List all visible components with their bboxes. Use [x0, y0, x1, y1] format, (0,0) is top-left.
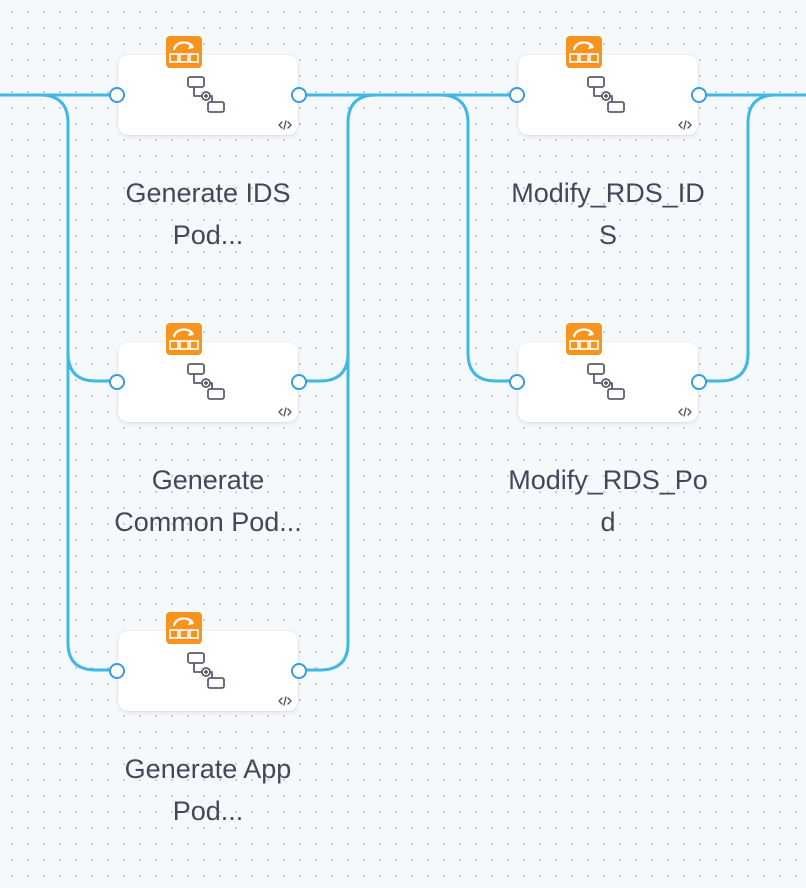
connector-line	[302, 93, 378, 383]
connector-line	[702, 93, 778, 383]
connector-line	[38, 93, 112, 383]
step-label: Modify_RDS_Po d	[508, 465, 708, 537]
output-port[interactable]	[291, 87, 307, 103]
step-group-icon	[187, 363, 225, 400]
input-port[interactable]	[109, 87, 125, 103]
step-node[interactable]: Modify_RDS_IDS	[509, 36, 707, 250]
connector-line	[302, 351, 350, 672]
input-port[interactable]	[509, 87, 525, 103]
step-card[interactable]	[118, 55, 298, 135]
step-node[interactable]: Modify_RDS_Po d	[508, 323, 708, 537]
output-port[interactable]	[691, 374, 707, 390]
output-port[interactable]	[291, 374, 307, 390]
code-icon[interactable]	[278, 407, 292, 417]
connector-line	[66, 351, 112, 672]
step-card[interactable]	[518, 55, 698, 135]
output-port[interactable]	[291, 663, 307, 679]
code-icon[interactable]	[278, 696, 292, 706]
input-port[interactable]	[509, 374, 525, 390]
step-card[interactable]	[118, 631, 298, 711]
run-step-icon	[166, 323, 202, 355]
code-icon[interactable]	[678, 407, 692, 417]
step-node[interactable]: Generate Common Pod...	[109, 323, 307, 537]
step-card[interactable]	[118, 342, 298, 422]
code-icon[interactable]	[278, 120, 292, 130]
step-label: Modify_RDS_IDS	[511, 178, 705, 250]
run-step-icon	[166, 612, 202, 644]
step-group-icon	[587, 76, 625, 113]
run-step-icon	[166, 36, 202, 68]
step-node[interactable]: Generate App Pod...	[109, 612, 307, 826]
input-port[interactable]	[109, 374, 125, 390]
step-label: Generate App Pod...	[124, 754, 292, 826]
run-step-icon	[566, 323, 602, 355]
step-group-icon	[587, 363, 625, 400]
step-card[interactable]	[518, 342, 698, 422]
step-label: Generate IDS Pod...	[125, 178, 291, 250]
step-group-icon	[187, 652, 225, 689]
step-node[interactable]: Generate IDS Pod...	[109, 36, 307, 250]
run-step-icon	[566, 36, 602, 68]
output-port[interactable]	[691, 87, 707, 103]
connector-line	[438, 93, 512, 383]
input-port[interactable]	[109, 663, 125, 679]
step-label: Generate Common Pod...	[114, 465, 302, 537]
code-icon[interactable]	[678, 120, 692, 130]
step-group-icon	[187, 76, 225, 113]
